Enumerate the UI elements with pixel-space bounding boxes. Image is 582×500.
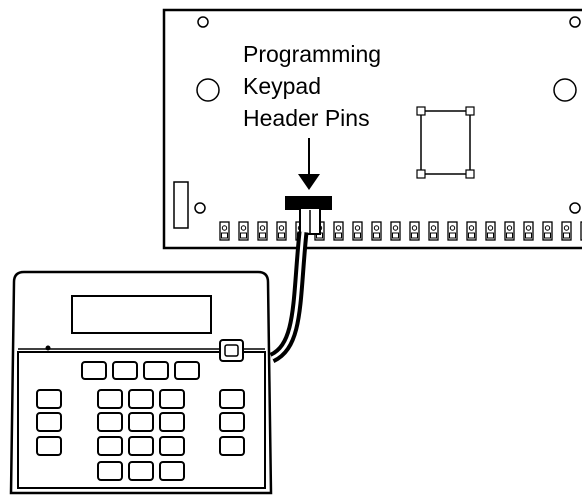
keypad-key [159, 389, 185, 409]
keypad-key [112, 361, 138, 380]
terminal [276, 221, 287, 241]
terminal [219, 221, 230, 241]
label-line-3: Header Pins [243, 105, 370, 131]
keypad-key [36, 389, 62, 409]
large-mounting-hole [553, 78, 577, 102]
keypad-keys [36, 361, 245, 481]
status-light [219, 339, 244, 362]
pointer-arrow [298, 138, 320, 190]
terminal [561, 221, 572, 241]
keypad-key [219, 436, 245, 456]
mounting-hole [569, 16, 581, 28]
large-mounting-hole [196, 78, 220, 102]
keypad-key [128, 412, 154, 432]
mounting-hole [569, 202, 581, 214]
keypad-key [97, 436, 123, 456]
mounting-hole [197, 16, 209, 28]
lcd-display [71, 295, 212, 334]
terminal [466, 221, 477, 241]
label-line-1: Programming [243, 41, 381, 67]
keypad-key [97, 412, 123, 432]
keypad-key [159, 461, 185, 481]
keypad-key [36, 436, 62, 456]
keypad-key [128, 436, 154, 456]
terminal [352, 221, 363, 241]
keypad-key [36, 412, 62, 432]
terminal [257, 221, 268, 241]
keypad-key [219, 389, 245, 409]
terminal [238, 221, 249, 241]
mounting-hole [194, 202, 206, 214]
keypad-cable [269, 231, 309, 363]
header-pins-label: Programming Keypad Header Pins [243, 41, 381, 131]
indicator-led [45, 345, 51, 351]
keypad-key [81, 361, 107, 380]
keypad-key [159, 412, 185, 432]
terminal [504, 221, 515, 241]
keypad-key [219, 412, 245, 432]
keypad-key [128, 389, 154, 409]
terminal [428, 221, 439, 241]
terminal [542, 221, 553, 241]
keypad-device [9, 270, 273, 495]
terminal [409, 221, 420, 241]
header-pins [285, 196, 332, 235]
board-outline [162, 8, 582, 250]
terminal [447, 221, 458, 241]
keypad-key [159, 436, 185, 456]
keypad-key [97, 461, 123, 481]
keypad-key [143, 361, 169, 380]
keypad-key [128, 461, 154, 481]
terminal [371, 221, 382, 241]
side-connector [173, 181, 189, 229]
terminal [333, 221, 344, 241]
chip-component [416, 106, 475, 179]
keypad-key [174, 361, 200, 380]
terminal [390, 221, 401, 241]
keypad-key [97, 389, 123, 409]
label-line-2: Keypad [243, 73, 321, 99]
terminal [485, 221, 496, 241]
terminal [523, 221, 534, 241]
